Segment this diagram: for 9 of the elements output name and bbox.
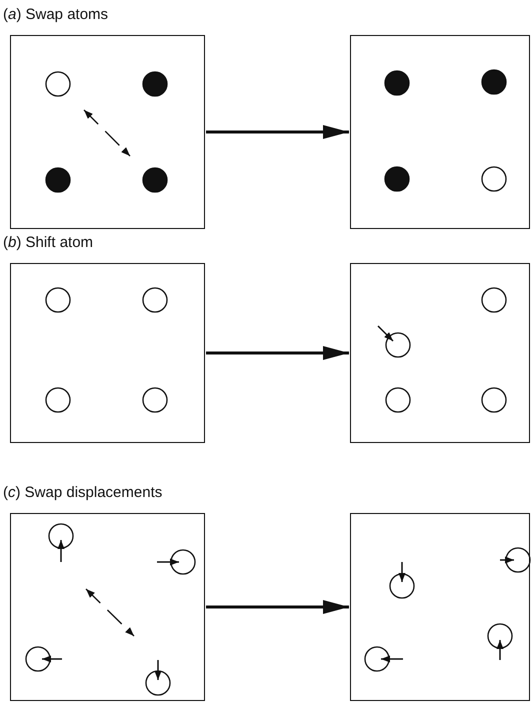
arrow bbox=[206, 600, 349, 614]
panel-heading: (b) Shift atom bbox=[3, 234, 94, 251]
panel-heading: (c) Swap displacements bbox=[3, 484, 162, 501]
lattice-panel bbox=[350, 263, 530, 443]
lattice-panel bbox=[350, 513, 530, 701]
panel-heading: (a) Swap atoms bbox=[3, 6, 108, 23]
arrow bbox=[206, 346, 349, 360]
arrow bbox=[206, 125, 349, 139]
lattice-panel bbox=[350, 35, 530, 229]
